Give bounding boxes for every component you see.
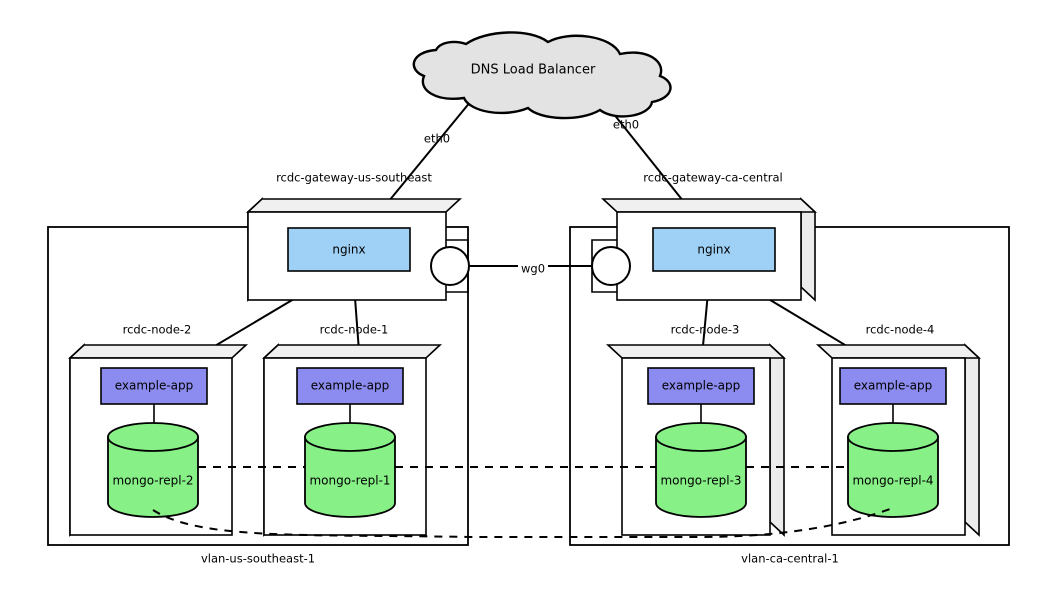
vlan-ca-central-label: vlan-ca-central-1	[741, 552, 839, 566]
mongo-replication-links	[152, 466, 894, 538]
app-node-2-label: example-app	[115, 379, 194, 393]
db-node-1-label: mongo-repl-1	[309, 474, 390, 488]
gateway-ca-central[interactable]: rcdc-gateway-ca-central nginx	[600, 171, 818, 302]
db-node-3[interactable]: mongo-repl-3	[655, 422, 747, 518]
node-rcdc-node-3[interactable]: rcdc-node-3 example-app mongo-repl-3	[605, 323, 787, 537]
app-node-1-label: example-app	[311, 379, 390, 393]
node-rcdc-node-1[interactable]: rcdc-node-1 example-app mongo-repl-1	[261, 323, 443, 537]
nginx-right-label: nginx	[697, 243, 730, 257]
eth0-right-label: eth0	[613, 118, 639, 132]
db-node-4-label: mongo-repl-4	[852, 474, 933, 488]
db-node-3-label: mongo-repl-3	[660, 474, 741, 488]
vlan-us-southeast-label: vlan-us-southeast-1	[201, 552, 315, 566]
db-node-2[interactable]: mongo-repl-2	[107, 422, 199, 518]
node-2-label: rcdc-node-2	[123, 323, 192, 337]
node-1-label: rcdc-node-1	[320, 323, 389, 337]
gateway-us-southeast[interactable]: rcdc-gateway-us-southeast nginx	[245, 171, 463, 302]
dns-load-balancer-cloud: DNS Load Balancer	[412, 31, 672, 120]
node-rcdc-node-4[interactable]: rcdc-node-4 example-app mongo-repl-4	[815, 323, 982, 537]
app-node-4[interactable]	[839, 367, 947, 405]
node-3-label: rcdc-node-3	[671, 323, 740, 337]
app-node-4-label: example-app	[854, 379, 933, 393]
app-node-3-label: example-app	[662, 379, 741, 393]
nginx-left-label: nginx	[332, 243, 365, 257]
gateway-us-southeast-label: rcdc-gateway-us-southeast	[276, 171, 432, 185]
app-node-2[interactable]	[100, 367, 208, 405]
nginx-service-left[interactable]	[287, 227, 411, 272]
node-4-label: rcdc-node-4	[866, 323, 935, 337]
node-rcdc-node-2[interactable]: rcdc-node-2 example-app mongo-repl-2	[67, 323, 249, 537]
eth0-left-label: eth0	[424, 132, 450, 146]
db-node-2-label: mongo-repl-2	[112, 474, 193, 488]
app-node-1[interactable]	[296, 367, 404, 405]
wg0-port-right	[591, 239, 631, 293]
wg0-port-left	[430, 239, 470, 293]
nginx-service-right[interactable]	[652, 227, 776, 272]
link-wg0: wg0	[468, 262, 592, 276]
cloud-label: DNS Load Balancer	[471, 63, 596, 78]
wg0-label: wg0	[521, 262, 545, 276]
db-node-1[interactable]: mongo-repl-1	[304, 422, 396, 518]
db-node-4[interactable]: mongo-repl-4	[847, 422, 939, 518]
gateway-ca-central-label: rcdc-gateway-ca-central	[643, 171, 782, 185]
